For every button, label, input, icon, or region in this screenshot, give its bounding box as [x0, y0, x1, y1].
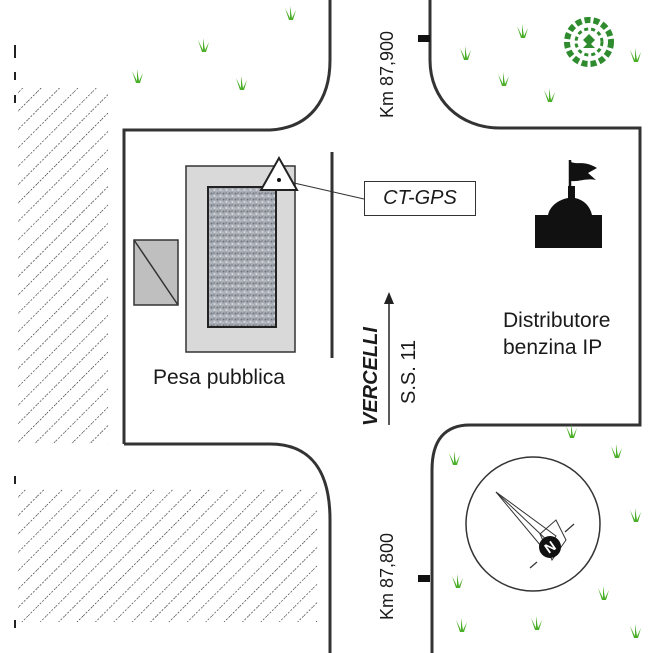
fuel-station-label: Distributore benzina IP: [503, 307, 610, 361]
road-name-label: S.S. 11: [398, 339, 420, 404]
direction-arrow-up-icon: [384, 292, 394, 425]
tree-top-view-icon: [564, 17, 614, 67]
north-arrow-compass-icon: [465, 456, 601, 592]
fuel-station-label-line2: benzina IP: [503, 336, 603, 359]
hatched-building-north: [18, 88, 108, 444]
gps-station-marker-icon: [259, 155, 365, 200]
direction-city-label: VERCELLI: [360, 327, 382, 426]
flag-building-icon: [535, 160, 602, 248]
road-outlines: [122, 0, 642, 653]
km-label-south: Km 87,800: [377, 532, 397, 620]
fuel-station-label-line1: Distributore: [503, 309, 611, 332]
weigh-station-label: Pesa pubblica: [153, 366, 285, 389]
gps-marker-label: CT-GPS: [364, 181, 476, 216]
weigh-kiosk: [133, 239, 179, 306]
hatched-building-south: [18, 489, 318, 622]
weigh-platform: [207, 186, 277, 328]
km-marker-north: [418, 35, 430, 42]
km-label-north: Km 87,900: [377, 30, 397, 118]
weigh-station: [185, 165, 296, 353]
km-marker-south: [418, 575, 430, 582]
